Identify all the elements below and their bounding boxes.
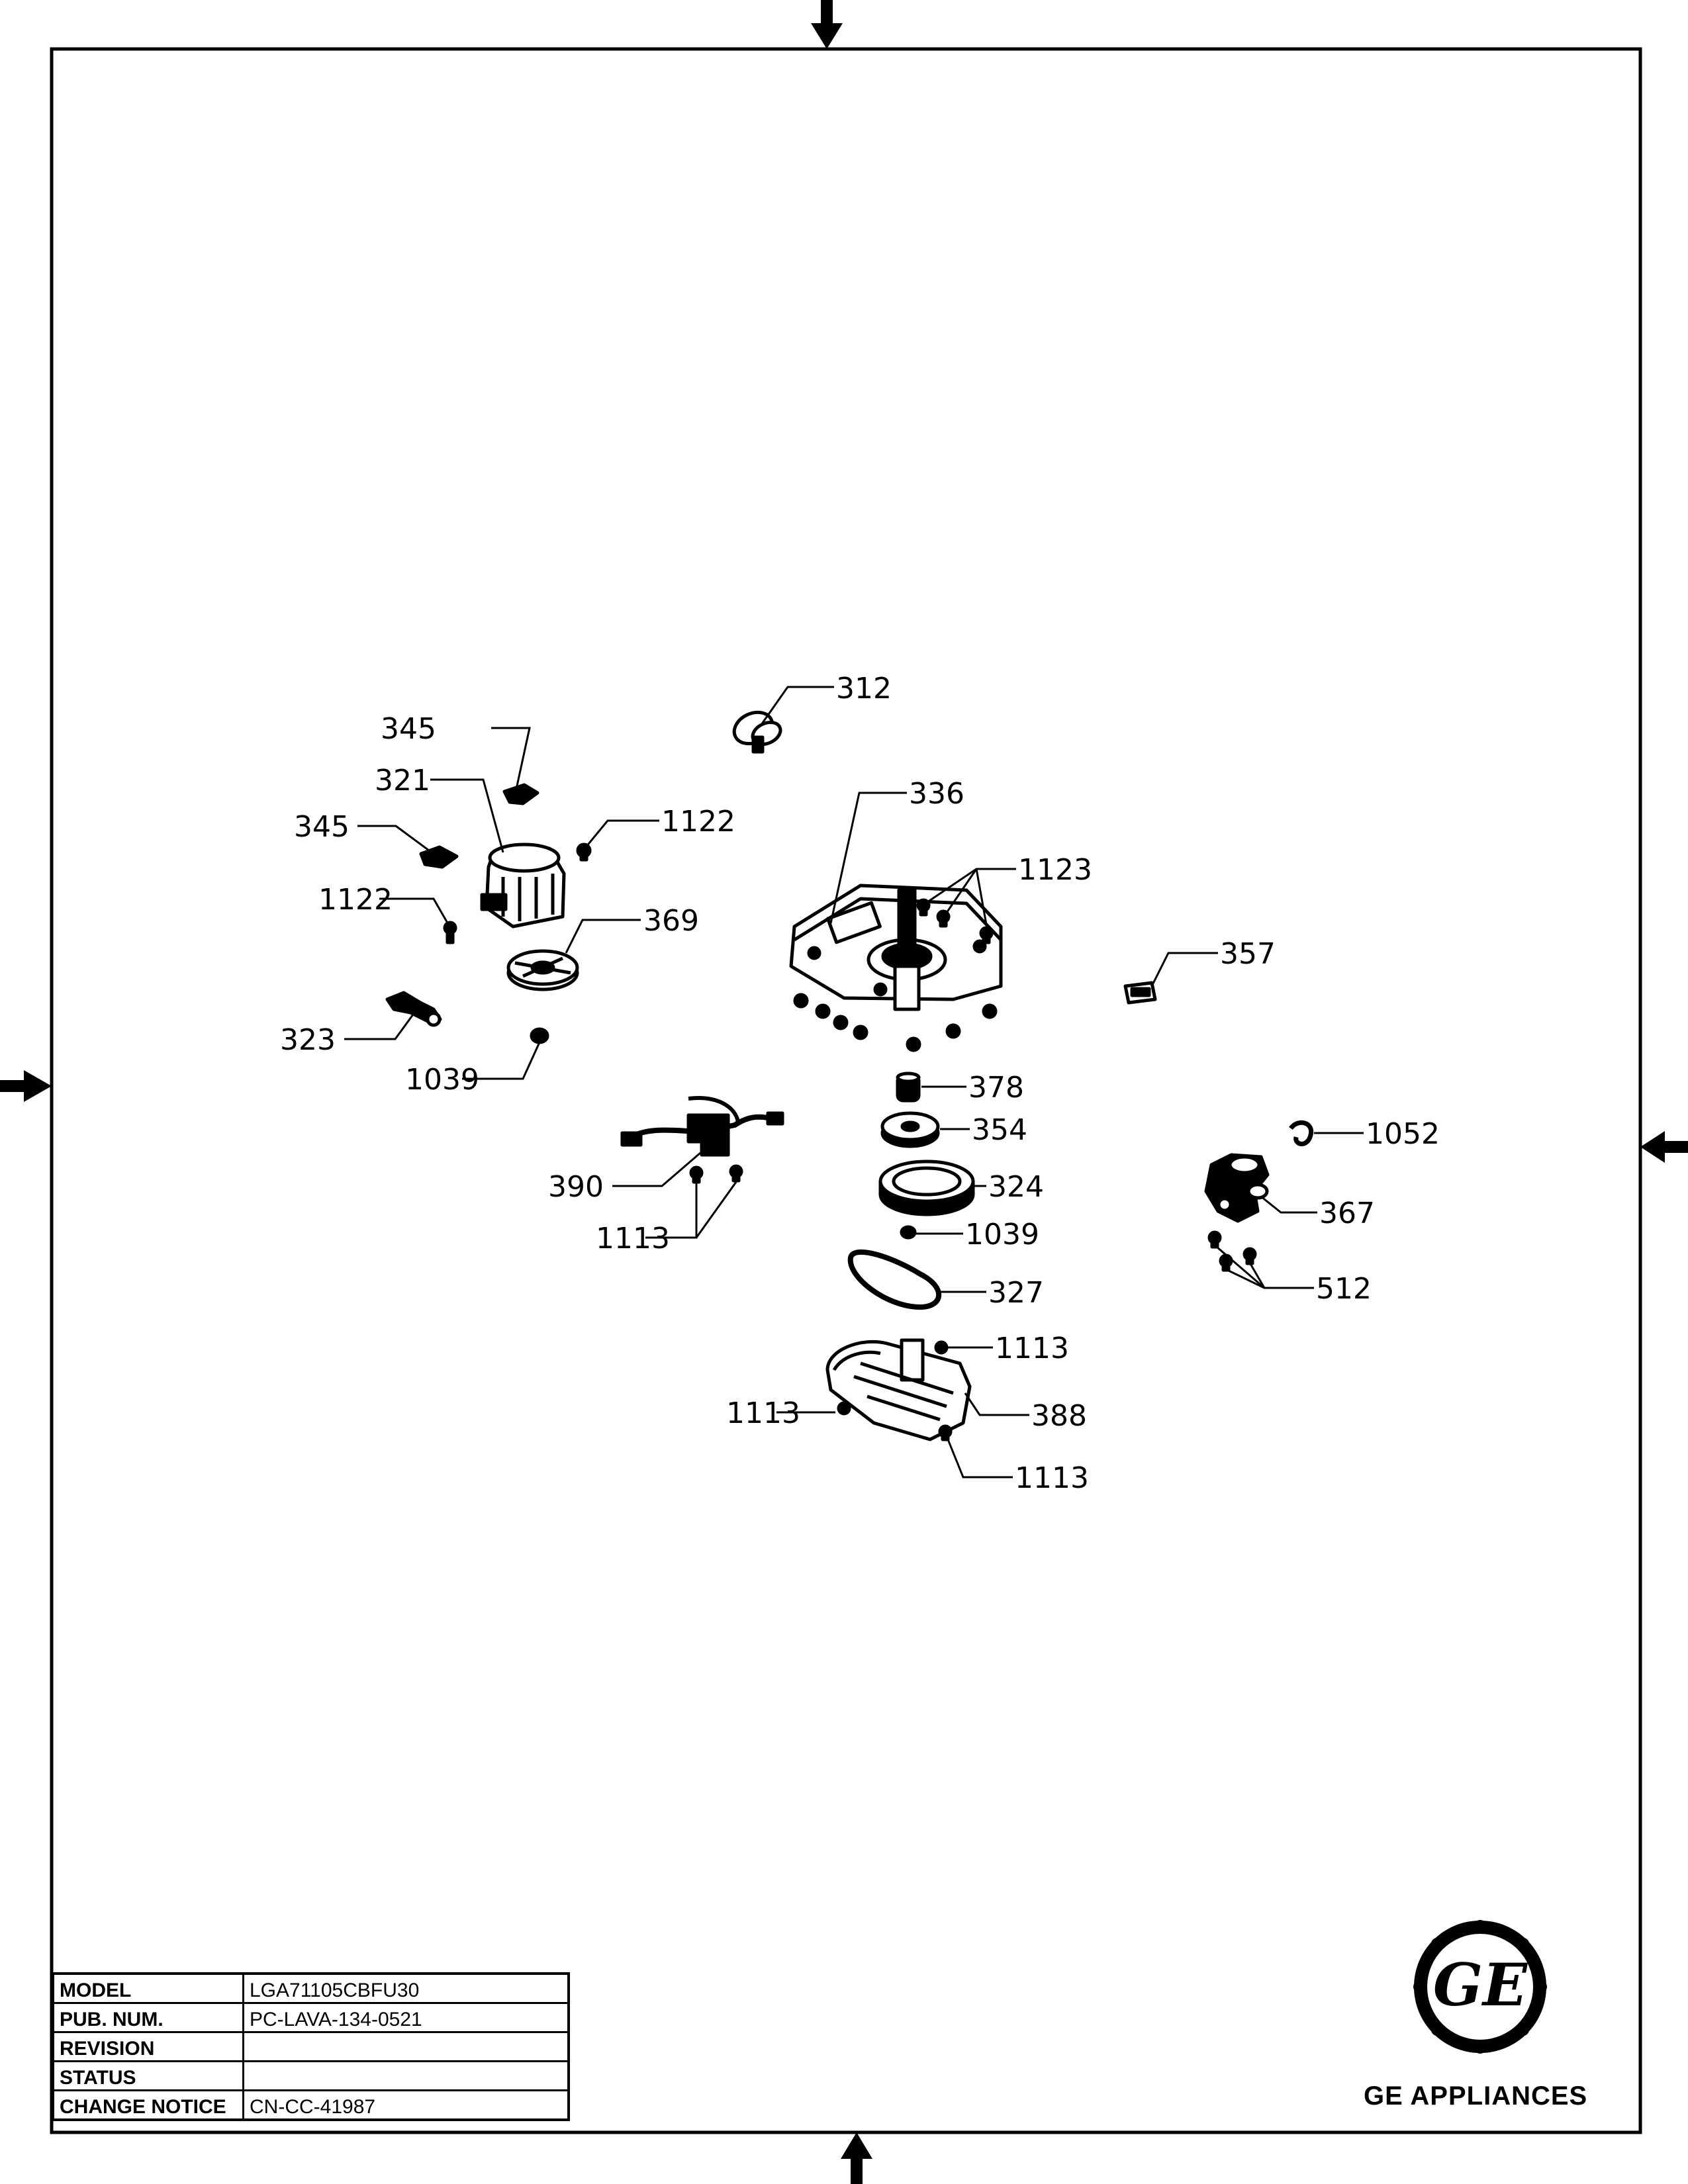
model-value: LGA71105CBFU30: [242, 1972, 570, 2004]
callout-378: 378: [968, 1071, 1024, 1105]
alignment-arrow-top: [811, 0, 843, 49]
part-512-screws: [1207, 1230, 1257, 1272]
callout-336: 336: [909, 777, 964, 811]
part-1052-clip: [1289, 1120, 1314, 1146]
part-357-bracket: [1123, 981, 1157, 1005]
part-1113-screw-upper: [934, 1340, 949, 1355]
part-1113-screw-lower: [938, 1424, 953, 1441]
part-336-base-plate: [789, 884, 1003, 1011]
callout-357: 357: [1220, 937, 1276, 971]
revision-label: REVISION: [52, 2031, 244, 2062]
part-1122-screw-upper: [576, 842, 592, 862]
part-369-rotor: [506, 949, 579, 991]
title-block: MODEL LGA71105CBFU30 PUB. NUM. PC-LAVA-1…: [52, 1972, 570, 2121]
revision-value: [242, 2031, 570, 2062]
part-1113-screw-left: [837, 1401, 851, 1416]
part-327-belt: [847, 1249, 942, 1310]
part-388-bracket: [825, 1338, 972, 1441]
callout-324: 324: [988, 1170, 1044, 1204]
callout-369: 369: [643, 904, 699, 938]
title-block-row-revision: REVISION: [52, 2031, 570, 2062]
status-value: [242, 2060, 570, 2091]
part-323-sensor: [385, 991, 442, 1027]
callout-345-lower: 345: [294, 810, 350, 844]
callout-1122-upper: 1122: [661, 805, 735, 839]
alignment-arrow-right: [1640, 1131, 1688, 1163]
part-378-bushing: [896, 1071, 921, 1103]
callout-390: 390: [548, 1170, 604, 1204]
model-label: MODEL: [52, 1972, 244, 2004]
ge-logo: GE: [1413, 1920, 1547, 2054]
part-1039-plug-left: [530, 1027, 549, 1044]
callout-1039-left: 1039: [405, 1063, 479, 1097]
part-345-tab-lower: [419, 845, 459, 869]
part-367-pump: [1204, 1153, 1270, 1223]
callout-327: 327: [988, 1276, 1044, 1310]
callout-367: 367: [1319, 1197, 1375, 1230]
callout-1113-harness: 1113: [596, 1222, 670, 1255]
callout-345-upper: 345: [381, 712, 436, 746]
callout-512: 512: [1316, 1272, 1372, 1306]
callout-1039-center: 1039: [965, 1218, 1039, 1251]
callout-388: 388: [1031, 1399, 1087, 1433]
callout-1113-lower: 1113: [1015, 1461, 1089, 1495]
title-block-row-model: MODEL LGA71105CBFU30: [52, 1972, 570, 2004]
part-336-bolts: [793, 993, 998, 1052]
alignment-arrow-bottom: [841, 2132, 872, 2184]
callout-323: 323: [280, 1023, 336, 1057]
part-321-motor: [480, 842, 566, 929]
part-324-pulley: [878, 1160, 975, 1216]
pub-num-label: PUB. NUM.: [52, 2002, 244, 2033]
drawing-border: [50, 47, 1642, 2134]
callout-354: 354: [972, 1113, 1027, 1147]
title-block-row-pub-num: PUB. NUM. PC-LAVA-134-0521: [52, 2002, 570, 2033]
part-354-pulley: [880, 1111, 940, 1148]
callout-1113-upper: 1113: [995, 1332, 1069, 1365]
leader-lines: [344, 686, 1364, 1479]
part-1039-plug-center: [900, 1225, 917, 1240]
callout-1113-left: 1113: [726, 1396, 800, 1430]
callout-1122-lower: 1122: [318, 883, 393, 917]
part-312-fitting: [732, 710, 782, 754]
pub-num-value: PC-LAVA-134-0521: [242, 2002, 570, 2033]
part-345-tab-upper: [502, 783, 539, 805]
alignment-arrow-left: [0, 1070, 52, 1102]
brand-name: GE APPLIANCES: [1364, 2081, 1588, 2111]
callout-1052: 1052: [1366, 1117, 1440, 1151]
title-block-row-status: STATUS: [52, 2060, 570, 2091]
change-notice-label: CHANGE NOTICE: [52, 2089, 244, 2121]
title-block-row-change-notice: CHANGE NOTICE CN-CC-41987: [52, 2089, 570, 2121]
part-390-harness: [620, 1096, 784, 1157]
part-1122-screw-lower: [443, 921, 457, 944]
status-label: STATUS: [52, 2060, 244, 2091]
part-1113-screws-harness: [689, 1164, 743, 1184]
callout-1123: 1123: [1018, 853, 1092, 887]
callout-312: 312: [836, 672, 892, 705]
callout-321: 321: [375, 764, 430, 797]
ge-logo-monogram: GE: [1433, 1950, 1528, 2019]
change-notice-value: CN-CC-41987: [242, 2089, 570, 2121]
